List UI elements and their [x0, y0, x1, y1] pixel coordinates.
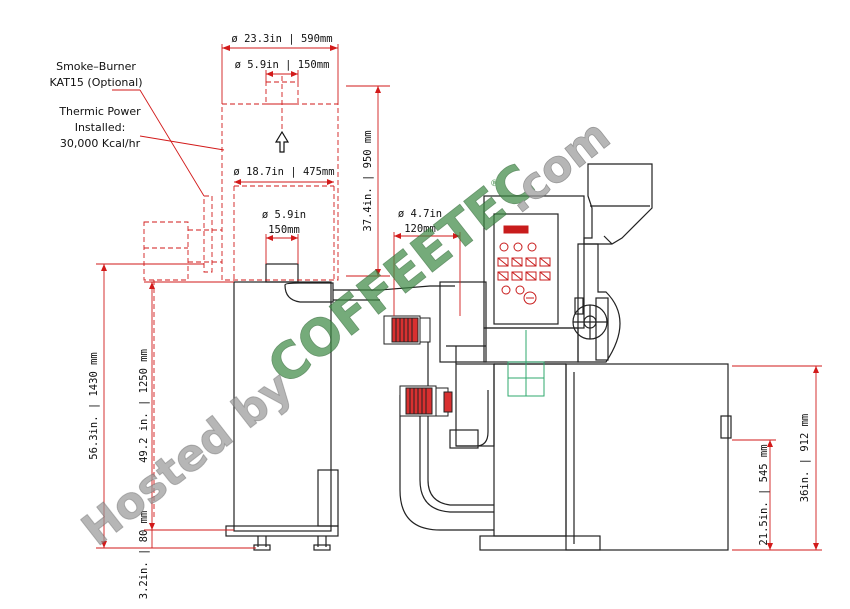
motors	[383, 315, 453, 417]
dim-mid-diameter: ø 18.7in | 475mm	[233, 166, 334, 178]
left-foot	[253, 544, 271, 551]
dimension-arrows	[101, 45, 819, 550]
cyclone-inlet	[284, 282, 334, 303]
right-foot	[313, 544, 331, 551]
dim-duct-diameter-mm: 120mm	[404, 223, 436, 235]
cooling-stand	[565, 363, 729, 551]
roaster-body	[439, 281, 487, 363]
watermark-hosted-by: Hosted by	[72, 361, 301, 556]
control-panel	[493, 213, 559, 325]
panel-controls	[497, 225, 551, 305]
thermic-installed-label: Installed:	[75, 121, 126, 134]
cyclone-base	[225, 525, 339, 537]
smoke-burner-body	[221, 103, 339, 281]
smoke-burner-label: Smoke–Burner	[56, 60, 136, 73]
dim-height-545: 21.5in. | 545 mm	[758, 444, 770, 545]
drum-door	[577, 243, 621, 363]
dim-height-950: 37.4in. | 950 mm	[362, 130, 374, 231]
dim-height-80: 3.2in. | 80 mm	[138, 511, 150, 600]
dimension-lines	[96, 44, 822, 551]
dim-height-1250: 49.2 in. | 1250 mm	[138, 349, 150, 463]
dim-inner-diameter-in: ø 5.9in	[262, 209, 306, 221]
dim-height-912: 36in. | 912 mm	[799, 414, 811, 503]
machine-outline	[225, 163, 732, 551]
dim-duct-diameter-in: ø 4.7in	[398, 208, 442, 220]
watermark-registered-mark: ®	[490, 179, 499, 189]
dim-chimney-diameter: ø 5.9in | 150mm	[235, 59, 330, 71]
watermark: Hosted by COFFEETEC .com ®	[72, 109, 620, 556]
smoke-burner-model: KAT15 (Optional)	[50, 76, 143, 89]
airflow-arrow-icon	[274, 130, 290, 153]
thermic-power-label: Thermic Power	[58, 105, 141, 118]
mounting-bracket	[507, 330, 545, 397]
smoke-burner-outline	[143, 76, 339, 520]
dim-top-diameter: ø 23.3in | 590mm	[231, 33, 332, 45]
cyclone-outlet	[265, 263, 299, 283]
dimension-labels: ø 23.3in | 590mm ø 5.9in | 150mm ø 18.7i…	[88, 33, 811, 599]
roaster-base	[479, 535, 601, 551]
bean-hopper	[583, 163, 653, 245]
thermic-value: 30,000 Kcal/hr	[60, 137, 141, 150]
callout-labels: Smoke–Burner KAT15 (Optional) Thermic Po…	[50, 60, 143, 150]
dim-inner-diameter-mm: 150mm	[268, 224, 300, 236]
dim-height-1430: 56.3in. | 1430 mm	[88, 352, 100, 459]
cyclone-hatch	[317, 469, 339, 527]
